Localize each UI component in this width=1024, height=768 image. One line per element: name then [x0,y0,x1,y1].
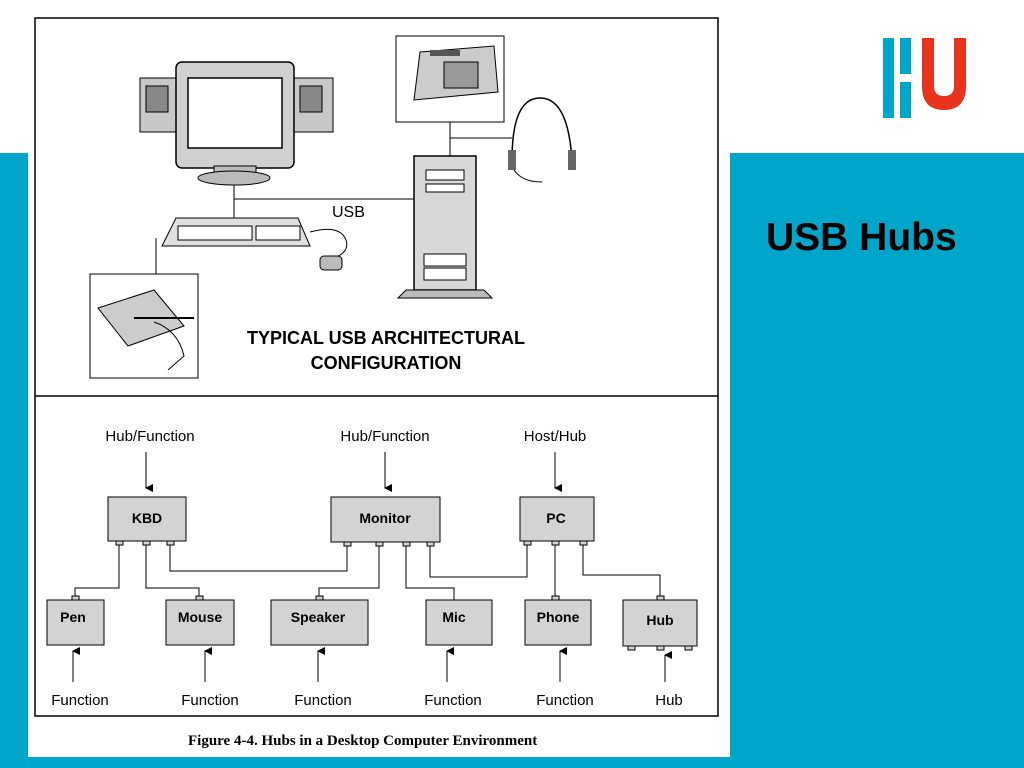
pen-role-label: Function [51,692,109,709]
hub-role-label: Hub [655,692,683,709]
slide-title: USB Hubs [766,216,957,259]
top-caption-line1: TYPICAL USB ARCHITECTURAL [247,328,525,348]
speaker-role-label: Function [294,692,352,709]
node-mic: Mic [425,599,493,646]
accent-band-right [730,153,1024,768]
pc-role-label: Host/Hub [524,428,587,445]
node-pen: Pen [46,595,105,646]
keyboard-icon [161,217,311,247]
monitor-icon [175,61,295,186]
headset-icon [508,97,576,183]
hu-logo [883,38,966,118]
node-phone: Phone [524,595,592,646]
node-hub-label: Hub [646,612,673,628]
usb-diagram: USB TYPICAL USB ARCHITECTURAL CONFIGURAT… [34,17,719,717]
monitor-role-label: Hub/Function [340,428,429,445]
figure-caption: Figure 4-4. Hubs in a Desktop Computer E… [188,733,538,749]
node-monitor: Monitor [330,496,441,547]
node-mouse-label: Mouse [178,609,223,625]
node-mic-label: Mic [442,609,466,625]
node-mouse: Mouse [165,595,235,646]
speaker-icon [139,77,334,133]
usb-figure: USB TYPICAL USB ARCHITECTURAL CONFIGURAT… [28,0,730,757]
node-speaker: Speaker [270,595,369,646]
top-caption-line2: CONFIGURATION [311,353,462,373]
node-pc-label: PC [546,510,565,526]
figure-frame [34,17,719,717]
connector-lines [74,545,661,600]
mouse-icon [309,228,348,271]
telephone-icon [395,35,505,123]
usb-label: USB [332,204,365,221]
node-kbd: KBD [107,496,187,546]
node-pc: PC [519,496,595,546]
pen-tablet-icon [89,273,199,379]
accent-band-left [0,153,28,768]
kbd-role-label: Hub/Function [105,428,194,445]
node-pen-label: Pen [60,609,86,625]
tower-pc-icon [396,155,494,299]
node-kbd-label: KBD [132,510,162,526]
mouse-role-label: Function [181,692,239,709]
node-phone-label: Phone [537,609,580,625]
accent-band-bottom [0,755,1024,768]
phone-role-label: Function [536,692,594,709]
mic-role-label: Function [424,692,482,709]
node-monitor-label: Monitor [359,510,411,526]
node-hub: Hub [622,595,698,651]
node-speaker-label: Speaker [291,609,346,625]
